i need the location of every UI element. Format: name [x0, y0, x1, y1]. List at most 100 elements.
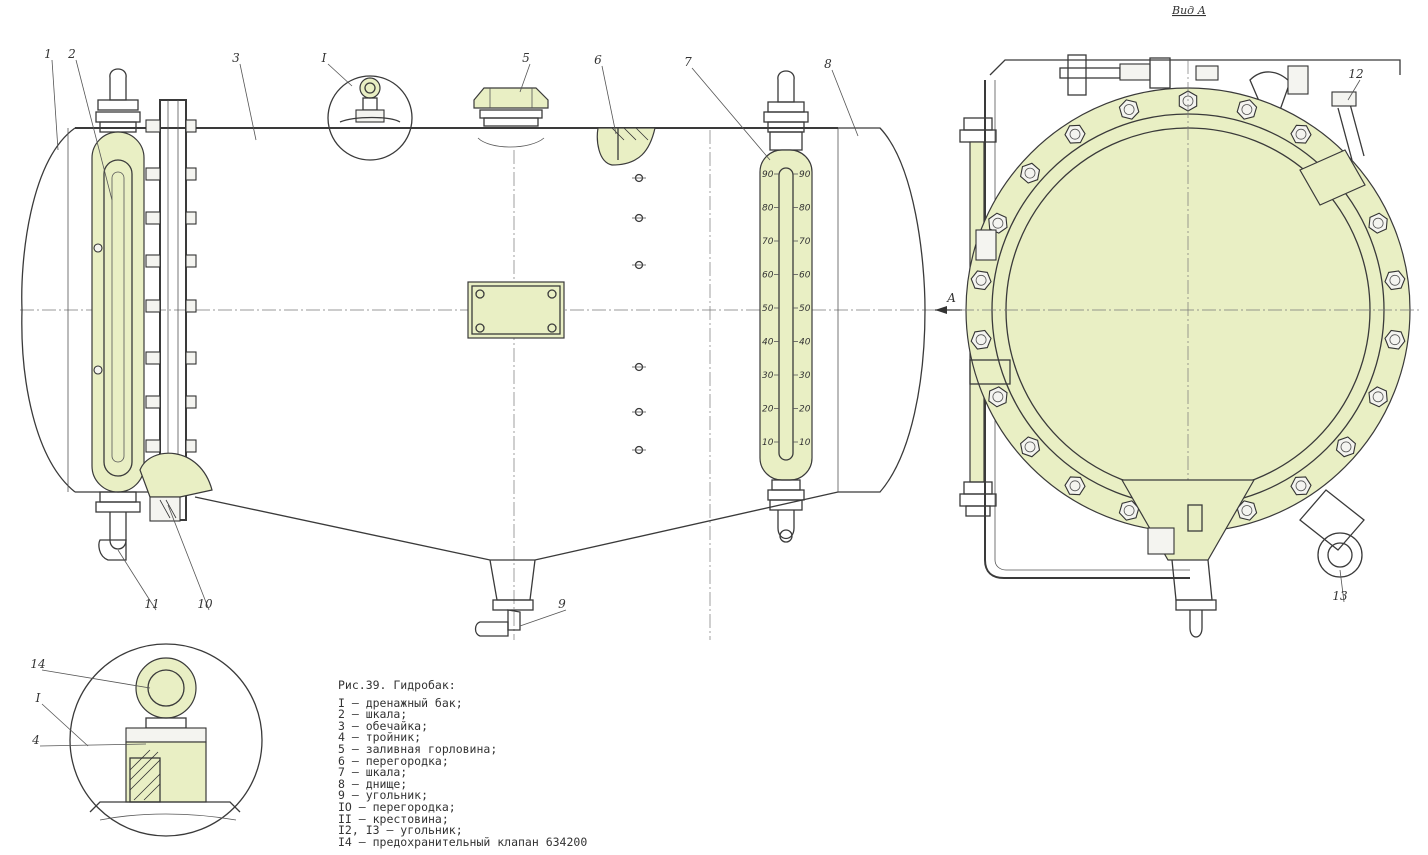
- callout-leader: [1347, 79, 1361, 101]
- callout-label: 10: [197, 597, 213, 611]
- callout-label: 9: [558, 597, 566, 611]
- view-arrow-a: А: [935, 291, 962, 314]
- callout-label: 13: [1332, 589, 1348, 603]
- scale-label-right: 20: [799, 405, 811, 415]
- ring-bolt-center: [992, 217, 1004, 229]
- partition-cutaway-top: [596, 127, 656, 166]
- scale-label-left: 50: [762, 304, 774, 314]
- ring-bolt: [1236, 99, 1258, 120]
- ring-bolt-center: [1295, 480, 1307, 492]
- scale-label-right: 50: [799, 304, 811, 314]
- scale-label-right: 60: [799, 271, 811, 281]
- figure-caption: Рис.39. Гидробак: I – дренажный бак; 2 –…: [338, 678, 588, 849]
- ring-bolt: [970, 270, 992, 291]
- ring-bolt: [1335, 436, 1357, 458]
- ring-bolt: [970, 329, 992, 350]
- ring-bolt-center: [1069, 128, 1081, 140]
- callout-leader: [117, 549, 157, 611]
- ring-bolt: [1290, 476, 1312, 496]
- filler-neck: [473, 87, 549, 148]
- callout-leader: [519, 609, 567, 627]
- ring-bolt-center: [1372, 391, 1384, 403]
- ring-bolt: [1118, 500, 1140, 521]
- scale-label-left: 30: [762, 371, 774, 381]
- caption-item: 4 – тройник;: [338, 730, 422, 745]
- ring-bolt: [1384, 329, 1406, 350]
- mounting-plate: [467, 281, 565, 339]
- scale-label-left: 70: [762, 237, 774, 247]
- callout-leader: [41, 703, 89, 747]
- ring-bolt: [1064, 476, 1086, 496]
- callout-label: 8: [824, 57, 832, 71]
- caption-item: II – крестовина;: [338, 811, 449, 826]
- ring-bolt-center: [1241, 505, 1253, 516]
- callout-label: 11: [144, 597, 159, 611]
- scale-label-left: 60: [762, 271, 774, 281]
- scale-label-right: 30: [799, 371, 811, 381]
- partition-cutaway: [139, 452, 213, 498]
- ring-bolt: [988, 386, 1008, 408]
- ring-bolt-center: [1069, 480, 1081, 492]
- arrow-label: А: [946, 291, 956, 305]
- caption-item: 9 – угольник;: [338, 788, 429, 803]
- callout-label: 5: [522, 51, 530, 65]
- caption-item: I – дренажный бак;: [338, 695, 463, 710]
- callout-leader: [167, 504, 210, 611]
- callout-label: 14: [30, 657, 45, 671]
- ring-bolt: [1019, 436, 1041, 458]
- ring-bolt-center: [1024, 441, 1036, 453]
- ring-bolt-center: [1241, 104, 1253, 115]
- ring-bolt-center: [1295, 128, 1307, 140]
- callout-leader: [1339, 569, 1345, 603]
- scale-label-right: 70: [799, 237, 811, 247]
- callout-label: I: [321, 51, 327, 65]
- caption-item: 5 – заливная горловина;: [338, 741, 498, 756]
- callout-leader: [75, 59, 113, 201]
- callout-label: 1: [44, 47, 52, 61]
- caption-item: 2 – шкала;: [338, 707, 408, 722]
- callout-label: 6: [594, 53, 602, 67]
- callout-leader: [239, 63, 257, 141]
- right-level-gauge: [759, 70, 813, 543]
- callout-label: 4: [31, 733, 40, 747]
- scale-label-left: 20: [762, 405, 774, 415]
- left-head: [21, 127, 76, 493]
- sump: [489, 559, 536, 601]
- partition-rivets: [632, 173, 646, 455]
- callout-label: 12: [1348, 67, 1363, 81]
- flange-bolts: [145, 119, 197, 453]
- callout-leader: [39, 743, 147, 747]
- caption-title: Рис.39. Гидробак:: [338, 678, 456, 692]
- ring-bolt-center: [1123, 104, 1135, 115]
- ring-bolt-center: [975, 274, 987, 286]
- callout-leader: [601, 65, 617, 135]
- scale-label-left: 80: [762, 204, 774, 214]
- view-a-label: Вид А: [1171, 4, 1206, 17]
- ring-bolt-center: [1123, 505, 1135, 516]
- caption-item: I2, I3 – угольник;: [338, 823, 463, 838]
- ring-bolt: [1236, 500, 1258, 521]
- callout-leader: [51, 59, 59, 151]
- scale-label-right: 40: [799, 338, 811, 348]
- scale-label-left: 10: [762, 438, 774, 448]
- caption-item: 3 – обечайка;: [338, 718, 429, 733]
- ring-bolt: [1019, 162, 1041, 184]
- detail-i-bubble: [327, 75, 413, 161]
- end-view-a: Вид А: [959, 4, 1420, 638]
- callout-leader: [327, 63, 353, 87]
- caption-item: I4 – предохранительный клапан 634200: [338, 834, 588, 849]
- caption-item: IO – перегородка;: [338, 799, 456, 814]
- callout-label: 3: [232, 51, 240, 65]
- scale-label-right: 10: [799, 438, 811, 448]
- ring-bolt-center: [1340, 441, 1352, 453]
- callout-label: 2: [67, 47, 76, 61]
- right-head: [838, 127, 926, 493]
- scale-label-right: 80: [799, 204, 811, 214]
- scale-label-left: 90: [762, 170, 774, 180]
- ring-bolt-center: [1024, 167, 1036, 179]
- callout-leader: [831, 69, 859, 137]
- detail-i-enlarged: [69, 643, 263, 837]
- ring-bolt-center: [1389, 334, 1401, 346]
